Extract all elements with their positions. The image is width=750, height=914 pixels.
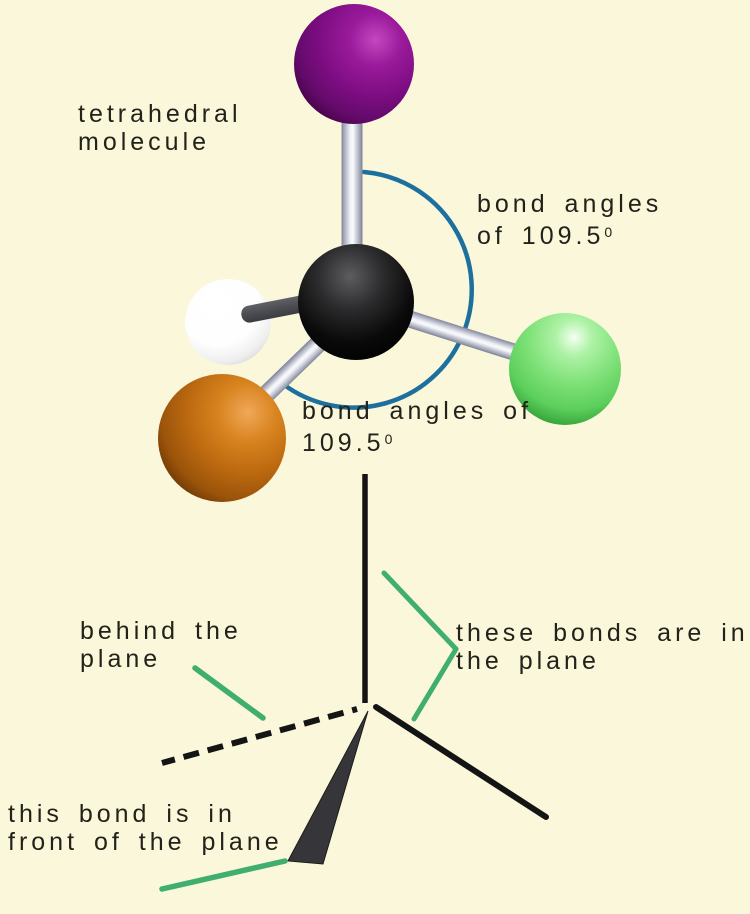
bond-angle-label-top: bond angles of 109.50 xyxy=(477,190,662,250)
purple-atom xyxy=(294,4,414,124)
white-atom xyxy=(185,279,271,365)
pointer-in-plane-lower xyxy=(411,646,459,722)
green-atom xyxy=(509,313,621,425)
molecule-label-line1: tetrahedral xyxy=(78,100,242,128)
degree-superscript: 0 xyxy=(604,224,614,240)
bond-purple xyxy=(341,115,363,265)
behind-plane-line1: behind the xyxy=(80,617,242,645)
pointer-in-plane-upper xyxy=(381,570,459,652)
pointer-behind-plane xyxy=(192,665,266,721)
behind-plane-label: behind the plane xyxy=(80,617,242,673)
bond-angle-bottom-line2: 109.50 xyxy=(302,429,394,457)
molecule-label-line2: molecule xyxy=(78,128,211,156)
orange-atom xyxy=(158,374,286,502)
pointer-front-plane xyxy=(159,858,288,892)
degree-superscript: 0 xyxy=(384,431,394,447)
front-plane-line2: front of the plane xyxy=(8,828,283,856)
behind-plane-dashed-bond xyxy=(161,706,358,766)
bond-angle-top-line1: bond angles xyxy=(477,190,663,218)
bond-angle-bottom-line1: bond angles of xyxy=(302,397,533,425)
front-plane-label: this bond is in front of the plane xyxy=(8,800,283,856)
molecule-type-label: tetrahedral molecule xyxy=(78,100,242,156)
in-plane-bond-diagonal xyxy=(373,704,549,820)
bond-angle-label-bottom: bond angles of 109.50 xyxy=(302,397,532,457)
in-plane-line1: these bonds are in xyxy=(456,619,749,647)
behind-plane-line2: plane xyxy=(80,645,162,673)
bond-angle-top-line2: of 109.50 xyxy=(477,222,614,250)
in-plane-label: these bonds are in the plane xyxy=(456,619,749,675)
front-wedge-bond xyxy=(287,710,369,865)
in-plane-line2: the plane xyxy=(456,647,600,675)
black-atom xyxy=(298,244,414,360)
front-plane-line1: this bond is in xyxy=(8,800,236,828)
